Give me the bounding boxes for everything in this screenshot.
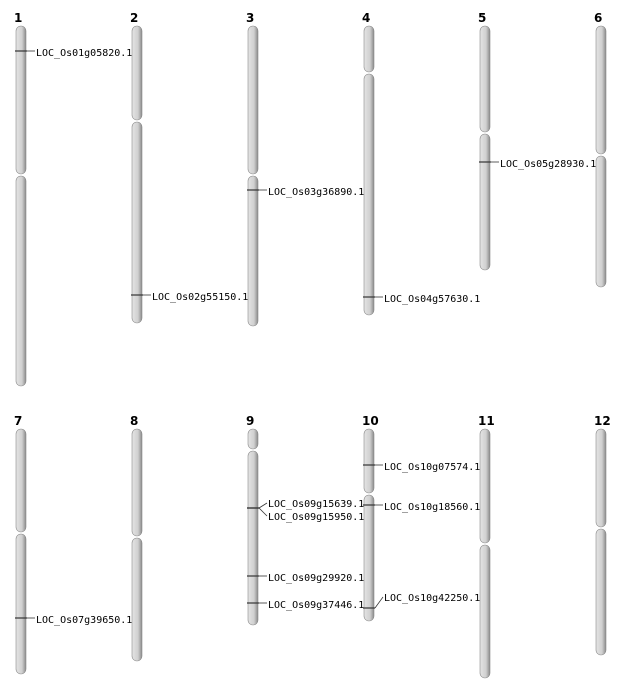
long-arm: [595, 528, 607, 656]
chromosome-11: 11: [478, 414, 495, 679]
gene-label: LOC_Os05g28930.1: [500, 159, 596, 170]
short-arm: [15, 25, 27, 175]
short-arm: [479, 428, 491, 544]
chromosome-number: 8: [130, 414, 138, 428]
gene-label: LOC_Os09g15639.1: [268, 499, 364, 510]
gene-label: LOC_Os07g39650.1: [36, 615, 132, 626]
chromosome-number: 4: [362, 11, 370, 25]
long-arm: [247, 175, 259, 327]
chromosome-10: 10LOC_Os10g07574.1LOC_Os10g18560.1LOC_Os…: [362, 414, 480, 622]
chromosome-number: 12: [594, 414, 611, 428]
long-arm: [131, 121, 143, 324]
chromosome-12: 12: [594, 414, 611, 656]
long-arm: [15, 175, 27, 387]
chromosome-number: 5: [478, 11, 486, 25]
gene-label: LOC_Os10g42250.1: [384, 593, 480, 604]
chromosome-number: 9: [246, 414, 254, 428]
marker-connector: [374, 596, 384, 609]
gene-label: LOC_Os09g29920.1: [268, 573, 364, 584]
short-arm: [247, 428, 259, 450]
short-arm: [247, 25, 259, 175]
marker-connector: [258, 507, 268, 517]
chromosome-number: 10: [362, 414, 379, 428]
short-arm: [131, 428, 143, 537]
short-arm: [595, 428, 607, 528]
gene-label: LOC_Os10g07574.1: [384, 462, 480, 473]
chromosome-number: 1: [14, 11, 22, 25]
chromosome-number: 2: [130, 11, 138, 25]
short-arm: [363, 428, 375, 494]
short-arm: [15, 428, 27, 533]
gene-label: LOC_Os02g55150.1: [152, 292, 248, 303]
long-arm: [363, 494, 375, 622]
chromosome-number: 11: [478, 414, 495, 428]
gene-label: LOC_Os10g18560.1: [384, 502, 480, 513]
short-arm: [595, 25, 607, 155]
chromosome-number: 6: [594, 11, 602, 25]
long-arm: [479, 133, 491, 271]
long-arm: [595, 155, 607, 288]
marker-connector: [258, 502, 268, 509]
chromosome-6: 6: [594, 11, 607, 288]
long-arm: [15, 533, 27, 675]
chromosome-8: 8: [130, 414, 143, 662]
short-arm: [363, 25, 375, 73]
gene-label: LOC_Os09g37446.1: [268, 600, 364, 611]
chromosome-number: 7: [14, 414, 22, 428]
long-arm: [363, 73, 375, 316]
gene-label: LOC_Os09g15950.1: [268, 512, 364, 523]
long-arm: [479, 544, 491, 679]
long-arm: [131, 537, 143, 662]
gene-label: LOC_Os03g36890.1: [268, 187, 364, 198]
gene-label: LOC_Os01g05820.1: [36, 48, 132, 59]
short-arm: [479, 25, 491, 133]
chromosome-9: 9LOC_Os09g15639.1LOC_Os09g15950.1LOC_Os0…: [246, 414, 364, 626]
long-arm: [247, 450, 259, 626]
chromosome-number: 3: [246, 11, 254, 25]
short-arm: [131, 25, 143, 121]
gene-label: LOC_Os04g57630.1: [384, 294, 480, 305]
